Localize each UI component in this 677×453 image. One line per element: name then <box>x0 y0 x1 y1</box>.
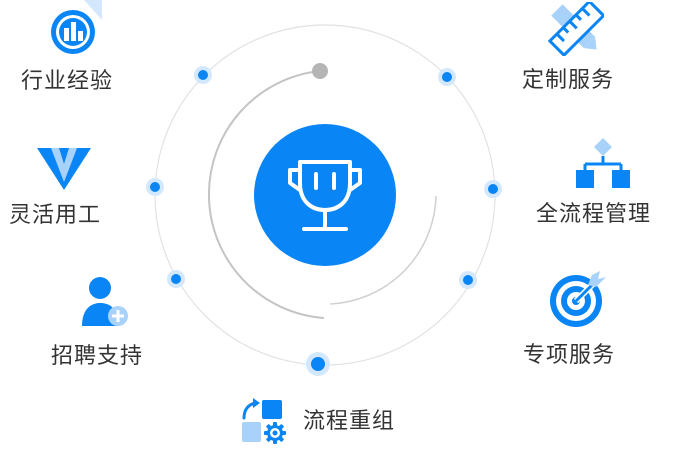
orbit-dot <box>146 178 164 196</box>
org-chart-icon <box>576 138 630 188</box>
trophy-icon <box>288 160 362 231</box>
arc-start-dot <box>312 63 328 79</box>
feature-label-full-process-management: 全流程管理 <box>536 202 652 227</box>
feature-label-industry-experience: 行业经验 <box>21 69 114 94</box>
orbit-dot <box>484 180 502 198</box>
feature-label-custom-service: 定制服务 <box>522 68 615 93</box>
orbit-dot <box>438 68 456 86</box>
user-add-icon <box>82 277 128 326</box>
orbit-dot-large <box>306 352 330 376</box>
diamond-icon <box>37 148 91 190</box>
ruler-pencil-icon <box>548 2 604 56</box>
target-icon <box>550 271 606 327</box>
feature-label-process-reorganization: 流程重组 <box>303 409 396 434</box>
feature-label-flexible-employment: 灵活用工 <box>9 203 102 228</box>
bar-chart-icon <box>51 0 102 54</box>
feature-label-project-service: 专项服务 <box>523 343 616 368</box>
orbit-dot <box>167 270 185 288</box>
orbit-dot <box>194 66 212 84</box>
inner-arc-left <box>207 70 325 319</box>
center-circle <box>254 124 396 266</box>
feature-label-recruitment-support: 招聘支持 <box>51 344 144 369</box>
orbit-dot <box>459 271 477 289</box>
process-gear-icon <box>242 398 286 444</box>
inner-arc-right <box>329 195 437 305</box>
